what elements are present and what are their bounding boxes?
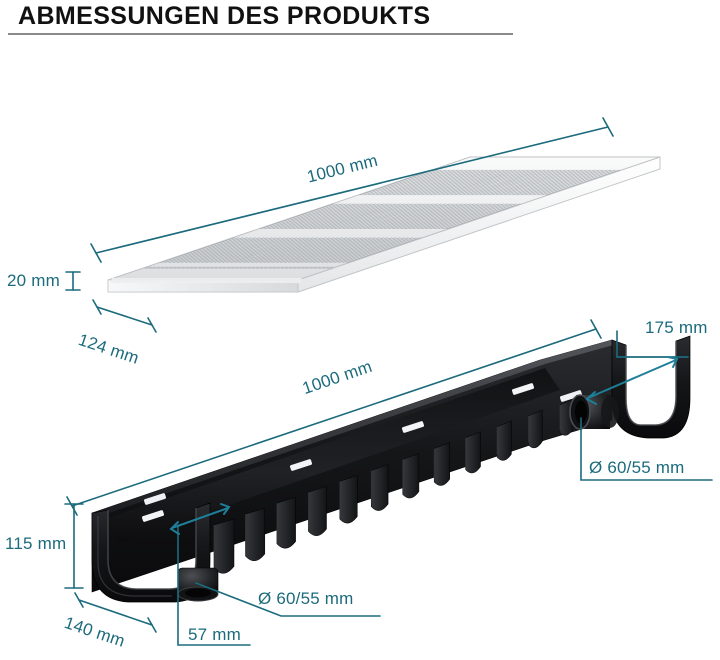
dimension-label-grate-height: 20 mm: [7, 271, 60, 290]
channel-illustration: [91, 335, 691, 603]
dimension-arrows: [169, 356, 679, 535]
channel-dimension-lines: [64, 319, 713, 646]
page-title: ABMESSUNGEN DES PRODUKTS: [18, 2, 431, 30]
dimension-label-outlet-side: Ø 60/55 mm: [589, 458, 685, 477]
dimension-label-channel-height: 115 mm: [5, 534, 67, 553]
channel-right-end: [560, 335, 691, 439]
grate-illustration: [107, 156, 661, 293]
dimension-label-outlet-bottom: Ø 60/55 mm: [258, 589, 354, 608]
dimension-label-channel-inner-width: 57 mm: [188, 625, 241, 644]
grate-dimension-lines: [65, 117, 614, 333]
side-outlet: [569, 394, 619, 430]
channel-mounting-slots: [142, 383, 534, 522]
title-divider: [8, 33, 513, 35]
dimension-label-channel-top-width: 175 mm: [645, 318, 708, 337]
channel-ribs: [213, 398, 574, 574]
grate-slots: [144, 169, 621, 269]
